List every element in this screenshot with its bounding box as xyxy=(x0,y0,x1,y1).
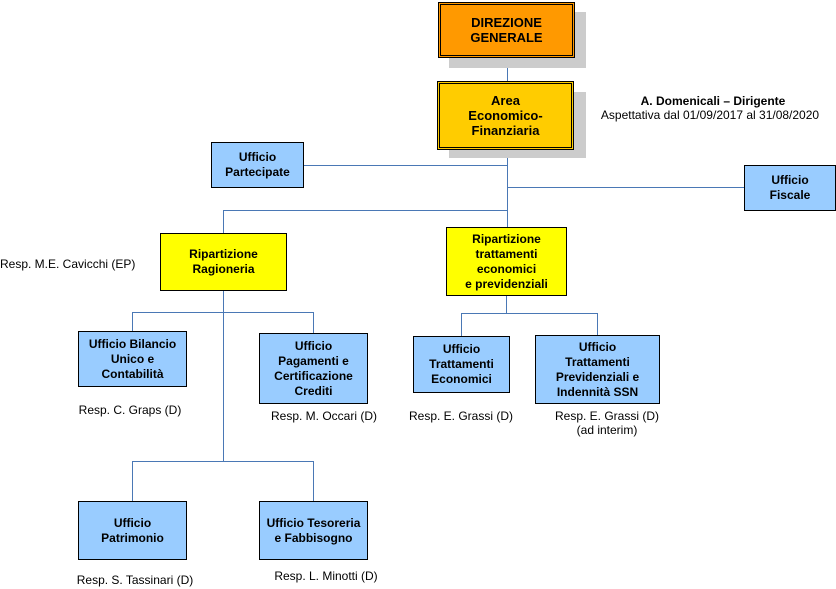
node-label: Area Economico- Finanziaria xyxy=(468,93,543,138)
node-ripartizione-ragioneria[interactable]: Ripartizione Ragioneria xyxy=(160,233,287,291)
connector-economici xyxy=(461,313,462,336)
economici-resp: Resp. E. Grassi (D) xyxy=(408,409,513,423)
node-direzione-generale[interactable]: DIREZIONE GENERALE xyxy=(438,2,575,58)
node-ripartizione-trattamenti[interactable]: Ripartizione trattamenti economici e pre… xyxy=(446,227,567,296)
connector-pagamenti xyxy=(313,312,314,333)
node-ufficio-fiscale[interactable]: Ufficio Fiscale xyxy=(744,165,836,211)
connector-tesoreria xyxy=(313,461,314,501)
node-ufficio-partecipate[interactable]: Ufficio Partecipate xyxy=(211,142,304,188)
node-label: Ufficio Fiscale xyxy=(769,173,811,202)
node-ufficio-trattamenti-economici[interactable]: Ufficio Trattamenti Economici xyxy=(413,336,510,393)
ragioneria-resp: Resp. M.E. Cavicchi (EP) xyxy=(0,257,136,271)
connector-ragioneria-row2 xyxy=(132,461,314,462)
bilancio-resp: Resp. C. Graps (D) xyxy=(78,403,182,417)
connector-ragioneria-trunk xyxy=(223,290,224,461)
node-ufficio-pagamenti[interactable]: Ufficio Pagamenti e Certificazione Credi… xyxy=(259,333,368,404)
node-label: Ufficio Tesoreria e Fabbisogno xyxy=(266,515,361,545)
node-ufficio-tesoreria[interactable]: Ufficio Tesoreria e Fabbisogno xyxy=(259,501,368,560)
node-label: Ripartizione Ragioneria xyxy=(189,247,258,276)
node-label: Ufficio Pagamenti e Certificazione Credi… xyxy=(274,338,353,398)
tesoreria-resp: Resp. L. Minotti (D) xyxy=(274,569,378,583)
patrimonio-resp: Resp. S. Tassinari (D) xyxy=(76,573,194,587)
connector-direzione-area xyxy=(507,57,508,81)
connector-ragioneria-in xyxy=(223,210,224,233)
connector-patrimonio xyxy=(132,461,133,501)
node-label: Ufficio Partecipate xyxy=(225,150,290,179)
node-label: Ufficio Trattamenti Previdenziali e Inde… xyxy=(555,339,640,399)
node-ufficio-trattamenti-previdenziali[interactable]: Ufficio Trattamenti Previdenziali e Inde… xyxy=(535,335,660,404)
connector-previdenziali xyxy=(597,313,598,335)
connector-ragioneria-row1 xyxy=(132,312,314,313)
node-area-economico-finanziaria[interactable]: Area Economico- Finanziaria xyxy=(437,81,574,150)
area-head-annotation: A. Domenicali – Dirigente xyxy=(640,94,786,108)
connector-trattamenti-trunk xyxy=(506,295,507,313)
connector-fiscale xyxy=(507,187,744,188)
node-label: Ufficio Patrimonio xyxy=(101,515,164,545)
node-label: Ufficio Bilancio Unico e Contabilità xyxy=(88,336,177,381)
node-ufficio-bilancio[interactable]: Ufficio Bilancio Unico e Contabilità xyxy=(78,331,187,387)
area-note-annotation: Aspettativa dal 01/09/2017 al 31/08/2020 xyxy=(600,108,820,122)
connector-partecipate xyxy=(303,165,507,166)
connector-trattamenti-row xyxy=(461,313,598,314)
node-label: DIREZIONE GENERALE xyxy=(470,15,543,45)
node-label: Ripartizione trattamenti economici e pre… xyxy=(465,231,548,291)
connector-bilancio xyxy=(132,312,133,331)
node-label: Ufficio Trattamenti Economici xyxy=(429,342,494,386)
previdenziali-resp: Resp. E. Grassi (D) (ad interim) xyxy=(554,409,659,437)
connector-ripartizioni xyxy=(223,210,507,211)
connector-trunk xyxy=(507,149,508,227)
pagamenti-resp: Resp. M. Occari (D) xyxy=(270,409,377,423)
node-ufficio-patrimonio[interactable]: Ufficio Patrimonio xyxy=(78,501,187,560)
